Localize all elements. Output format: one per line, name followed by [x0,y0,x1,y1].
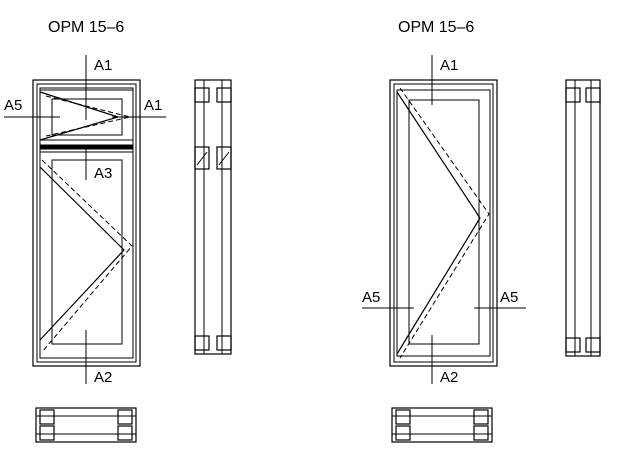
right-section-marks: A1 A5 A5 A2 [362,55,526,386]
left-unit-title: ОРМ 15–6 [48,19,124,36]
left-vsection-profile-top-left [194,87,210,103]
right-vsection-outline [565,79,601,357]
left-hsection-profile-bl [39,425,55,441]
right-vsection-profile-top-right [585,87,601,103]
left-label-transom-left: A5 [4,97,22,114]
left-vsection-mid-diag-left [196,151,208,166]
left-hsection-profile-tr [117,409,133,425]
right-hsection-outline [391,407,493,443]
left-hsection-profile-tl [39,409,55,425]
left-vertical-section [194,79,232,355]
left-vsection-outline [194,79,232,355]
right-elevation [389,79,498,367]
left-label-bottom: A2 [94,369,112,386]
right-sash [396,89,491,357]
left-hsection-outline [35,407,137,443]
right-window-unit: ОРМ 15–6 A1 A5 A5 A2 [362,19,601,443]
left-label-transom-right: A1 [144,97,162,114]
left-outer-frame [32,79,141,367]
right-outer-frame [389,79,498,367]
right-vertical-section [565,79,601,357]
right-label-bottom: A2 [440,369,458,386]
right-hsection-profile-br [473,425,489,441]
right-glass [408,99,480,345]
left-vsection-profile-mid-left [194,146,210,170]
right-hsection-profile-tl [395,409,411,425]
left-vsection-profile-bottom-left [194,335,210,351]
left-horizontal-section [35,407,137,443]
right-opening-solid [396,91,481,355]
left-vsection-profile-bottom-right [216,335,232,351]
right-horizontal-section [391,407,493,443]
right-label-left: A5 [362,289,380,306]
left-vsection-profile-mid-right [216,146,232,170]
left-window-unit: ОРМ 15–6 A1 A5 A1 [4,19,232,443]
left-main-opening-dashed [41,159,133,353]
right-unit-title: ОРМ 15–6 [398,19,474,36]
right-hsection-profile-bl [395,425,411,441]
right-vsection-profile-top-left [565,87,581,103]
left-section-marks: A1 A5 A1 A3 A2 [4,55,166,386]
left-transom-glass [51,98,123,136]
left-hsection-profile-br [117,425,133,441]
left-sash-outline [39,87,134,359]
right-vsection-profile-bottom-left [565,337,581,353]
left-vsection-profile-top-right [216,87,232,103]
right-frame-inner-line [393,83,494,363]
left-elevation [32,79,141,367]
right-hsection-profile-tr [473,409,489,425]
left-label-top: A1 [94,57,112,74]
right-label-top: A1 [440,57,458,74]
right-label-right: A5 [500,289,518,306]
left-transom-opening-dashed [45,95,131,137]
right-opening-dashed [399,87,490,359]
left-vsection-mid-diag-right [218,151,230,166]
left-label-middle: A3 [94,165,112,182]
right-vsection-profile-bottom-right [585,337,601,353]
left-main-opening-solid [39,166,125,341]
